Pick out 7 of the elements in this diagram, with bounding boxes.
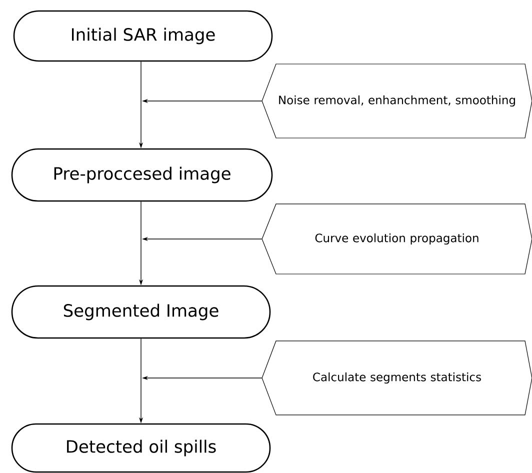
preparation-hexagon: Noise removal, enhanchment, smoothing bbox=[262, 64, 532, 138]
preparation-hexagon: Calculate segments statistics bbox=[262, 340, 532, 416]
preparation-hexagon: Curve evolution propagation bbox=[262, 204, 532, 274]
process-box: Initial SAR image bbox=[13, 10, 273, 62]
process-box: Detected oil spills bbox=[11, 423, 271, 473]
process-box: Pre-proccesed image bbox=[11, 148, 273, 202]
process-box: Segmented Image bbox=[11, 285, 271, 339]
